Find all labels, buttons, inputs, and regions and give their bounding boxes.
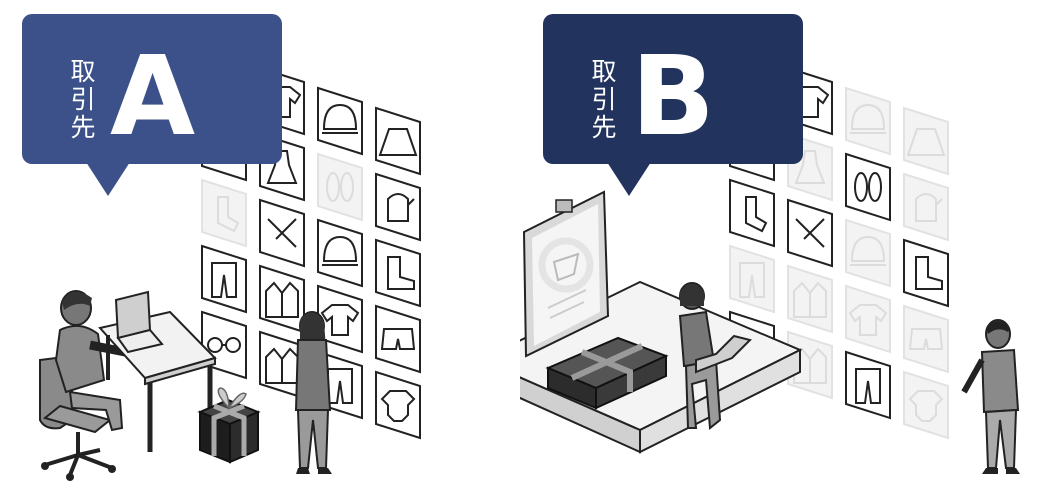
label-char: 引 (70, 85, 96, 114)
label-supplier: 取 引 先 (591, 58, 617, 142)
cap-icon (845, 86, 891, 156)
supplier-letter: A (110, 32, 196, 160)
scarf-icon (787, 198, 833, 268)
sock-icon (201, 178, 247, 248)
scarf-icon (259, 198, 305, 268)
sock-icon (729, 178, 775, 248)
mitten-icon (375, 172, 421, 242)
shorts-icon (903, 304, 949, 374)
clipboard-shopping-cart (522, 190, 610, 358)
label-char: 引 (591, 85, 617, 114)
slippers-icon (845, 152, 891, 222)
mitten-icon (903, 172, 949, 242)
baby-romper-icon (903, 370, 949, 440)
beanie-icon (317, 218, 363, 288)
boot-icon (903, 238, 949, 308)
speech-bubble-supplier-b: 取 引 先 B (543, 14, 803, 164)
label-char: 取 (70, 57, 96, 86)
scene-supplier-b: 取 引 先 B (520, 0, 1040, 500)
person-at-laptop (54, 290, 126, 432)
label-char: 先 (591, 113, 617, 142)
label-char: 取 (591, 57, 617, 86)
shorts-icon (375, 304, 421, 374)
baby-romper-icon (375, 370, 421, 440)
package-box (545, 336, 669, 410)
speech-bubble-tail (607, 162, 651, 196)
product-icon-wall (201, 46, 421, 440)
person-standing-woman (294, 311, 332, 474)
speech-bubble-tail (86, 162, 130, 196)
jeans-icon (845, 350, 891, 420)
label-supplier: 取 引 先 (70, 58, 96, 142)
coat-icon (259, 264, 305, 334)
cap-icon (317, 86, 363, 156)
skirt-icon (375, 106, 421, 176)
coat-icon (787, 264, 833, 334)
beanie-icon (845, 218, 891, 288)
scene-supplier-a: 取 引 先 A (22, 14, 421, 481)
scene-a-illustration (39, 46, 421, 481)
slippers-icon (317, 152, 363, 222)
pants-icon (201, 244, 247, 314)
supplier-letter: B (631, 32, 715, 160)
speech-bubble-supplier-a: 取 引 先 A (22, 14, 282, 164)
laptop (114, 290, 164, 354)
gift-box (197, 387, 261, 464)
person-standing-man (961, 319, 1020, 474)
skirt-icon (903, 106, 949, 176)
boot-icon (375, 238, 421, 308)
sweater-icon (845, 284, 891, 354)
label-char: 先 (70, 113, 96, 142)
person-seated-laptop (678, 282, 752, 430)
pants-icon (729, 244, 775, 314)
